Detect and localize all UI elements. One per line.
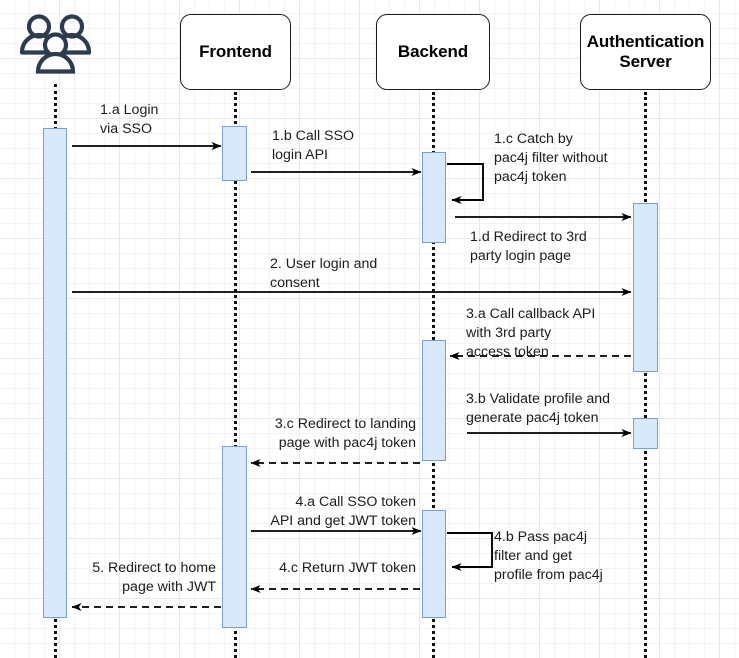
participant-auth-server[interactable]: Authentication Server [580, 14, 711, 90]
activation-backend-1 [422, 152, 446, 243]
message-label-2: 2. User login and consent [270, 256, 378, 291]
participant-auth-server-label: Authentication Server [586, 32, 705, 71]
users-group-icon [18, 12, 94, 80]
message-label-3b: 3.b Validate profile and generate pac4j … [466, 391, 611, 426]
participant-backend[interactable]: Backend [376, 14, 490, 90]
activation-frontend-2 [222, 446, 247, 628]
lifeline-auth [644, 92, 647, 658]
activation-auth-1 [633, 203, 658, 372]
message-label-3a: 3.a Call callback API with 3rd party acc… [466, 306, 596, 360]
message-label-4c: 4.c Return JWT token [279, 560, 416, 576]
message-label-1c: 1.c Catch by pac4j filter without pac4j … [494, 131, 608, 185]
activation-users [43, 128, 67, 618]
activation-auth-2 [633, 418, 658, 449]
activation-backend-2 [422, 340, 446, 461]
message-label-1d: 1.d Redirect to 3rd party login page [470, 229, 587, 264]
participant-frontend-label: Frontend [199, 42, 272, 62]
message-label-3c: 3.c Redirect to landing page with pac4j … [274, 416, 416, 451]
participant-frontend[interactable]: Frontend [180, 14, 291, 90]
participant-backend-label: Backend [397, 42, 469, 62]
message-label-4a: 4.a Call SSO token API and get JWT token [270, 494, 416, 529]
message-label-1b: 1.b Call SSO login API [272, 128, 355, 163]
activation-frontend-1 [222, 126, 247, 181]
activation-backend-3 [422, 510, 446, 618]
message-label-4b: 4.b Pass pac4j filter and get profile fr… [494, 529, 603, 583]
lifeline-frontend [234, 92, 237, 658]
message-label-1a: 1.a Login via SSO [100, 102, 159, 137]
message-label-5: 5. Redirect to home page with JWT [92, 560, 216, 595]
